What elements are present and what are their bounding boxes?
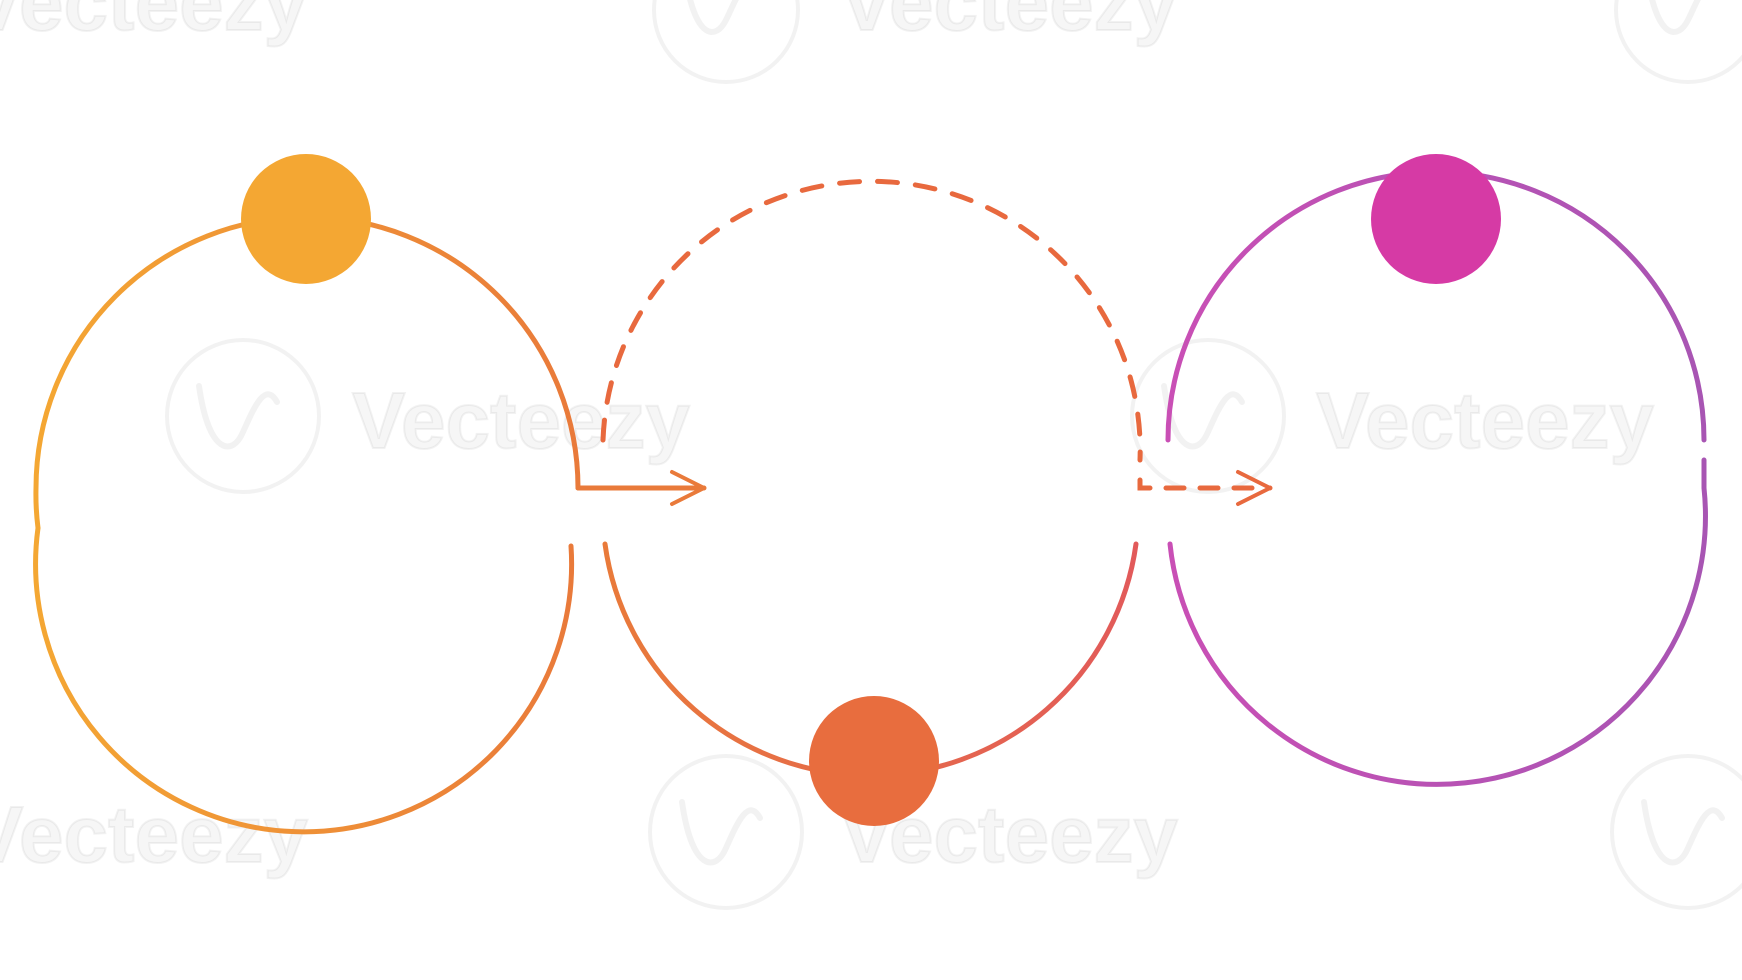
step-2: [600, 178, 1143, 826]
step-2-marker-dot: [809, 696, 939, 826]
watermark-text: Vecteezy: [0, 790, 309, 879]
watermark-text: Vecteezy: [1316, 376, 1655, 465]
step-2-ring-upper-dashed: [600, 178, 1143, 463]
watermark-text: Vecteezy: [0, 0, 309, 47]
connector-2: [1137, 470, 1273, 506]
step-1: [33, 154, 581, 835]
watermark-logo: [1610, 754, 1742, 910]
watermark-logo: [1614, 0, 1742, 84]
connector-2-arrow: [1137, 470, 1273, 506]
step-3: [1165, 154, 1708, 787]
step-1-marker-dot: [241, 154, 371, 284]
watermark-text: Vecteezy: [352, 376, 691, 465]
watermark-logo: [648, 754, 804, 910]
watermark-text: Vecteezy: [840, 0, 1179, 47]
watermark-layer: Vecteezy Vecteezy Vecteezy Vecteezy Vect…: [0, 0, 1742, 910]
step-3-marker-dot: [1371, 154, 1501, 284]
step-3-ring-lower: [1167, 457, 1708, 787]
watermark-logo: [652, 0, 800, 84]
step-1-ring: [33, 525, 575, 835]
watermark-logo: [165, 338, 321, 494]
watermark-logo: [1130, 338, 1286, 494]
